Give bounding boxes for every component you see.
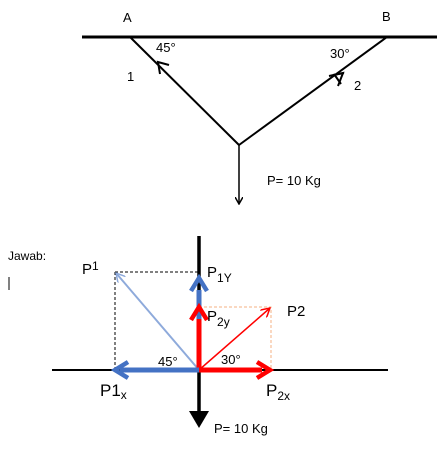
p2-label: P2	[287, 303, 305, 320]
load-arrowhead-icon	[189, 411, 209, 428]
member-2-label: 2	[354, 78, 361, 93]
p2-vector	[198, 308, 270, 371]
angle-b-label: 30°	[330, 46, 350, 61]
p1y-arrowhead-icon	[189, 273, 209, 293]
p2x-label: P2x	[266, 381, 290, 403]
member-1-label: 1	[127, 69, 134, 84]
load-label-bottom: P= 10 Kg	[214, 421, 268, 436]
member-1	[129, 36, 240, 146]
p1-dashed-box	[114, 271, 199, 370]
p1y-label: P1Y	[207, 264, 232, 285]
p2x-arrowhead-icon	[255, 360, 275, 380]
member-1-arrow-icon	[156, 60, 170, 75]
answer-label: Jawab:	[8, 249, 46, 263]
angle-30-label: 30°	[221, 352, 241, 367]
p2y-label: P2y	[207, 308, 230, 329]
p1-label: P1	[82, 259, 99, 278]
p1x-label: P1x	[100, 381, 127, 402]
point-b-label: B	[382, 9, 391, 24]
p1x-arrowhead-icon	[110, 360, 130, 380]
angle-45-label: 45°	[158, 354, 178, 369]
load-label-top: P= 10 Kg	[267, 173, 321, 188]
p1-vector	[116, 273, 200, 371]
point-a-label: A	[123, 10, 132, 25]
p2y-arrowhead-icon	[189, 302, 209, 322]
member-2-chevron	[328, 71, 345, 87]
member-2	[238, 36, 388, 146]
angle-a-label: 45°	[156, 40, 176, 55]
